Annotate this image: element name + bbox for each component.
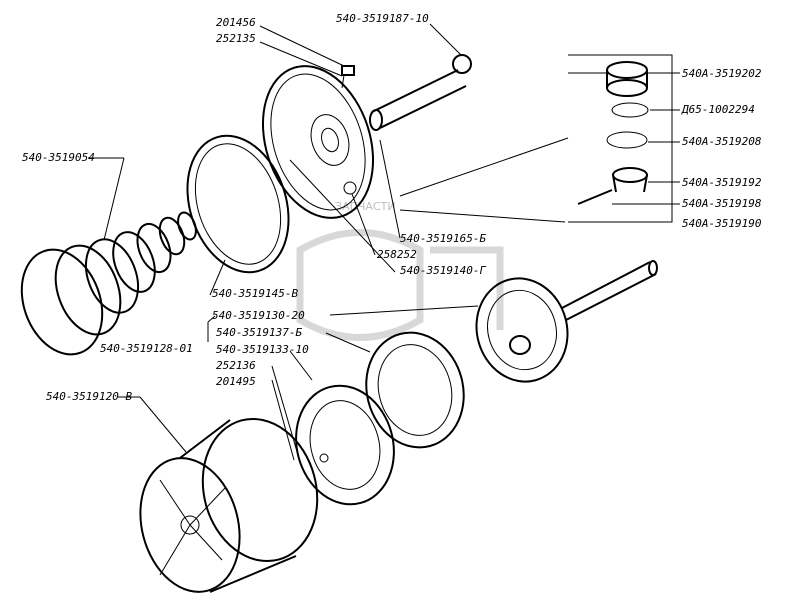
valve-assembly [568,54,673,223]
bolt-washer [341,65,355,89]
label-540a-3519208: 540А-3519208 [682,135,762,148]
label-540-3519145-v: 540-3519145-В [212,287,298,300]
label-540-3519165-b: 540-3519165-Б [400,232,486,245]
label-540-3519130-20: 540-3519130-20 [212,309,305,322]
label-540-3519187-10: 540-3519187-10 [336,12,429,25]
label-252136: 252136 [216,359,256,372]
label-258252: 258252 [377,248,417,261]
leader-lines [88,23,680,461]
label-201456: 201456 [216,16,256,29]
part-labels: 201456 252135 540-3519187-10 540-3519054… [22,12,762,403]
coil-spring [369,54,472,131]
ring [365,331,465,449]
label-540-3519137-b: 540-3519137-Б [216,326,302,339]
housing [139,417,319,593]
label-540-3519133-10: 540-3519133-10 [216,343,309,356]
label-d65-1002294: Д65-1002294 [681,103,755,116]
label-540-3519140-g: 540-3519140-Г [400,264,486,277]
label-201495: 201495 [216,375,256,388]
diaphragm-rod [475,260,658,383]
gasket [186,134,290,274]
label-540-3519128-01: 540-3519128-01 [100,342,193,355]
flange-plate [295,384,395,506]
label-540a-3519192: 540А-3519192 [682,176,762,189]
label-540-3519054: 540-3519054 [22,151,95,164]
label-540a-3519202: 540А-3519202 [682,67,762,80]
label-540-3519120-v: 540-3519120-В [46,390,132,403]
conical-spring [20,211,197,356]
label-540a-3519198: 540А-3519198 [682,197,762,210]
label-540a-3519190: 540А-3519190 [682,217,762,230]
label-252135: 252135 [216,32,256,45]
